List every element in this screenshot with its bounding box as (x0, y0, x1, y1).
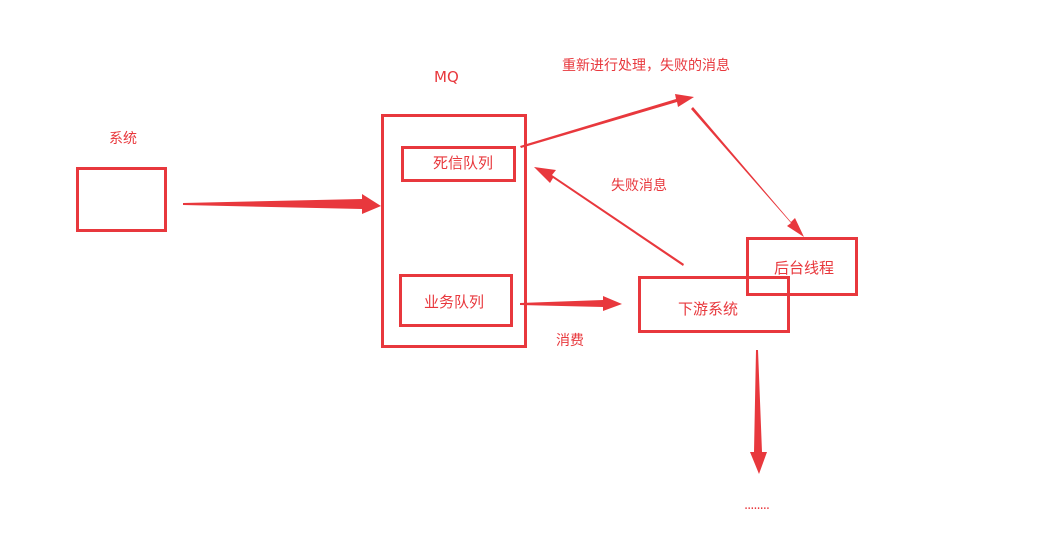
downstream-system-box (638, 276, 790, 333)
business-queue-label: 业务队列 (424, 293, 485, 311)
background-thread-box (746, 237, 858, 296)
arrow-dlq-to-retry (520, 94, 694, 148)
business-queue-box (399, 274, 513, 327)
ellipsis-label: ........ (744, 498, 770, 513)
failed-message-label: 失败消息 (611, 178, 667, 194)
dead-letter-queue-box (401, 146, 516, 182)
background-thread-label: 后台线程 (774, 259, 835, 277)
retry-note-label: 重新进行处理，失败的消息 (562, 58, 730, 74)
arrow-failed-to-dlq (534, 167, 684, 266)
arrow-consume (520, 296, 622, 311)
system-label: 系统 (109, 131, 137, 147)
arrow-system-to-mq (183, 194, 381, 214)
mq-container (381, 114, 527, 348)
downstream-system-label: 下游系统 (678, 300, 739, 318)
arrow-downstream-down (750, 350, 767, 474)
arrow-retry-to-thread (691, 107, 804, 237)
mq-label: MQ (434, 68, 459, 86)
system-box (76, 167, 167, 232)
consume-label: 消费 (556, 333, 584, 349)
dead-letter-queue-label: 死信队列 (433, 154, 494, 172)
